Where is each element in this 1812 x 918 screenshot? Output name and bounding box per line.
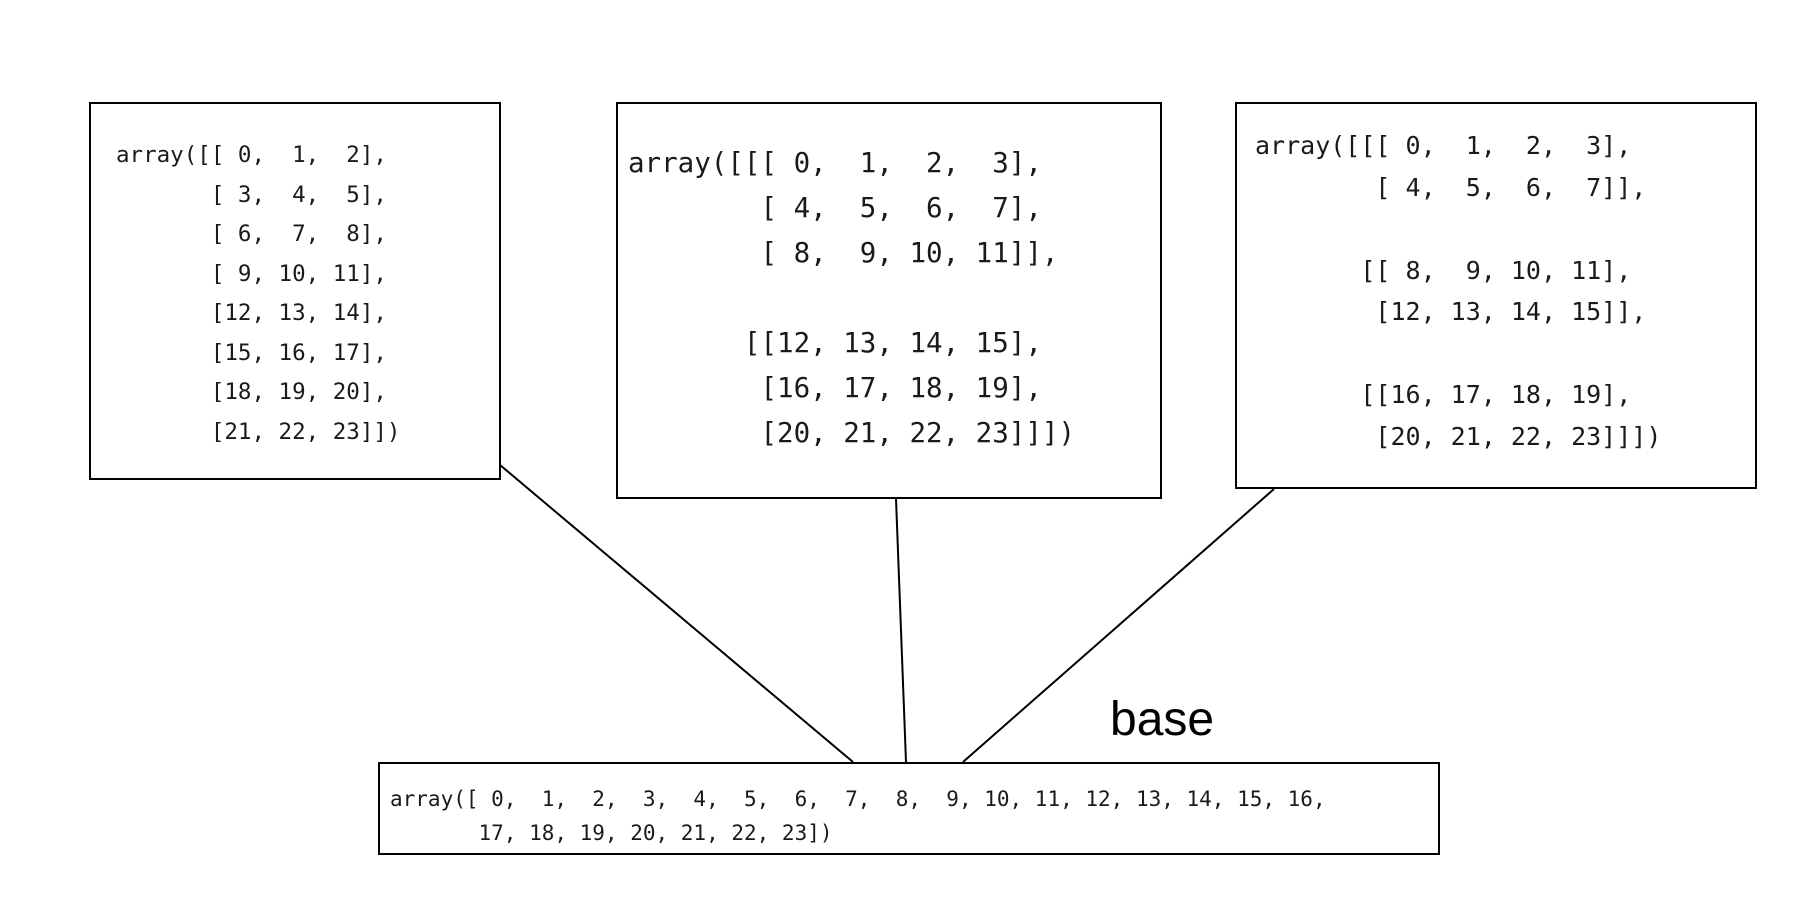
base-array-box: array([ 0, 1, 2, 3, 4, 5, 6, 7, 8, 9, 10… <box>378 762 1440 855</box>
base-label: base <box>1110 693 1215 746</box>
base-array-text: array([ 0, 1, 2, 3, 4, 5, 6, 7, 8, 9, 10… <box>390 787 1326 845</box>
reshape-3d-2x3x4-box: array([[[ 0, 1, 2, 3], [ 4, 5, 6, 7], [ … <box>616 102 1162 499</box>
connector-base-to-3d-a <box>895 498 907 763</box>
connector-base-to-3d-b <box>962 488 1275 763</box>
reshape-2d-box: array([[ 0, 1, 2], [ 3, 4, 5], [ 6, 7, 8… <box>89 102 501 480</box>
reshape-3d-3x2x4-box: array([[[ 0, 1, 2, 3], [ 4, 5, 6, 7]], [… <box>1235 102 1757 489</box>
reshape-3d-3x2x4-array-text: array([[[ 0, 1, 2, 3], [ 4, 5, 6, 7]], [… <box>1255 131 1662 451</box>
connector-base-to-2d <box>499 464 854 763</box>
reshape-3d-2x3x4-array-text: array([[[ 0, 1, 2, 3], [ 4, 5, 6, 7], [ … <box>628 147 1076 449</box>
reshape-2d-array-text: array([[ 0, 1, 2], [ 3, 4, 5], [ 6, 7, 8… <box>116 142 401 445</box>
